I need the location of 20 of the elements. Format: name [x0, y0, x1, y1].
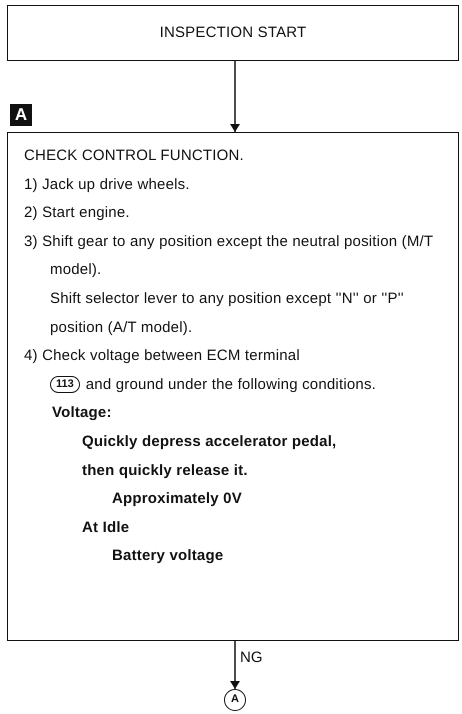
condition-text: Quickly depress accelerator pedal, then quickly release it.	[81, 432, 338, 481]
box-heading: CHECK CONTROL FUNCTION.	[24, 146, 245, 166]
terminal-number: 113	[50, 376, 80, 393]
arrow	[230, 61, 240, 132]
step-text: 4) Check voltage between ECM terminal	[24, 346, 301, 366]
box-title: INSPECTION START	[160, 22, 306, 43]
step-badge: A	[10, 104, 32, 126]
process-box	[7, 132, 459, 641]
condition-text: Approximately 0V	[111, 489, 243, 510]
condition-text: Voltage:	[51, 403, 113, 424]
step-text: 1) Jack up drive wheels.	[24, 174, 191, 195]
connector-circle: A	[224, 689, 246, 711]
arrow	[230, 641, 240, 689]
condition-text: Battery voltage	[111, 546, 224, 566]
step-text: 2) Start engine.	[24, 203, 131, 224]
step-text: Shift selector lever to any position except ''N'' or ''P'' position (A/T model).	[49, 288, 405, 338]
step-text: 3) Shift gear to any position except the neutral position (M/T model).	[24, 232, 434, 280]
condition-text: At Idle	[81, 518, 130, 538]
step-text: and ground under the following conditions.	[86, 376, 376, 393]
start-box	[7, 5, 459, 61]
